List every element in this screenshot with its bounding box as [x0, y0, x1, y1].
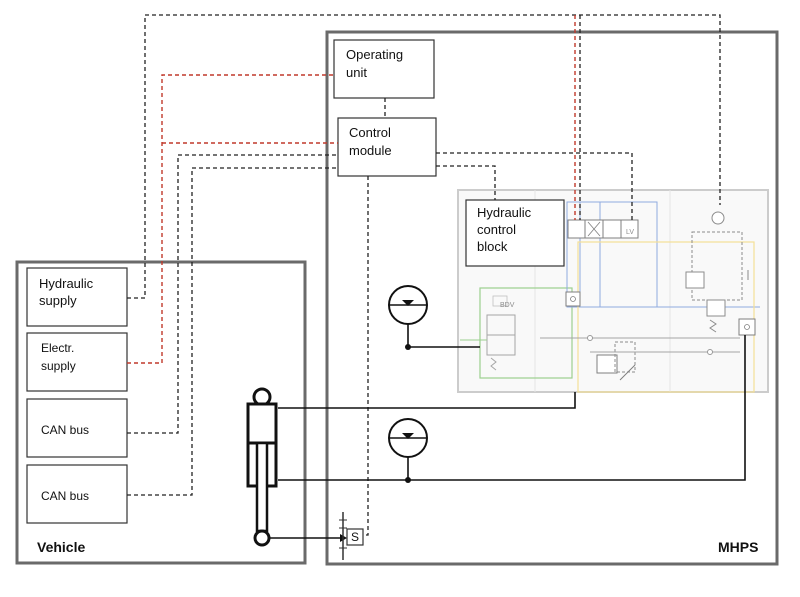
- hydraulic-supply-box: Hydraulic supply: [26, 267, 128, 327]
- hcb-label-line1: Hydraulic: [477, 205, 532, 220]
- electric-supply-lines: [127, 15, 576, 364]
- control-module-box: Control module: [337, 117, 437, 177]
- electr-supply-box: Electr. supply: [26, 332, 128, 392]
- control-module-label-line2: module: [349, 143, 392, 158]
- hcb-label-line2: control: [477, 222, 516, 237]
- accumulator-upper: [388, 285, 428, 325]
- electr-supply-label-line1: Electr.: [41, 341, 74, 355]
- hcb-label-line3: block: [477, 239, 508, 254]
- control-module-label-line1: Control: [349, 125, 391, 140]
- signal-lines: [127, 14, 721, 536]
- vehicle-frame: [15, 260, 307, 565]
- electr-supply-label-line2: supply: [41, 359, 76, 373]
- accumulator-lower: [388, 418, 428, 458]
- sensor-label: S: [351, 530, 359, 544]
- position-sensor: S: [339, 512, 364, 560]
- hydraulic-cylinder: [246, 387, 278, 547]
- bdv-label: BDV: [500, 302, 515, 309]
- can-bus-box-1: CAN bus: [26, 398, 128, 458]
- operating-unit-box: Operating unit: [333, 39, 435, 99]
- can-bus-box-2: CAN bus: [26, 464, 128, 524]
- can-bus-label-2: CAN bus: [41, 489, 89, 503]
- mhps-title: MHPS: [718, 539, 758, 555]
- can-bus-label-1: CAN bus: [41, 423, 89, 437]
- hydraulic-lines: [262, 324, 746, 542]
- green-valve-section: [479, 287, 573, 379]
- yellow-valve-section: [577, 241, 755, 393]
- mhps-frame: [325, 30, 779, 566]
- hydraulic-supply-label-line2: supply: [39, 293, 77, 308]
- vehicle-title: Vehicle: [37, 539, 85, 555]
- hydraulic-control-block-box: Hydraulic control block: [465, 199, 565, 267]
- hydraulic-supply-label-line1: Hydraulic: [39, 276, 94, 291]
- operating-unit-label-line2: unit: [346, 65, 367, 80]
- lv-label: LV: [626, 229, 634, 236]
- operating-unit-label-line1: Operating: [346, 47, 403, 62]
